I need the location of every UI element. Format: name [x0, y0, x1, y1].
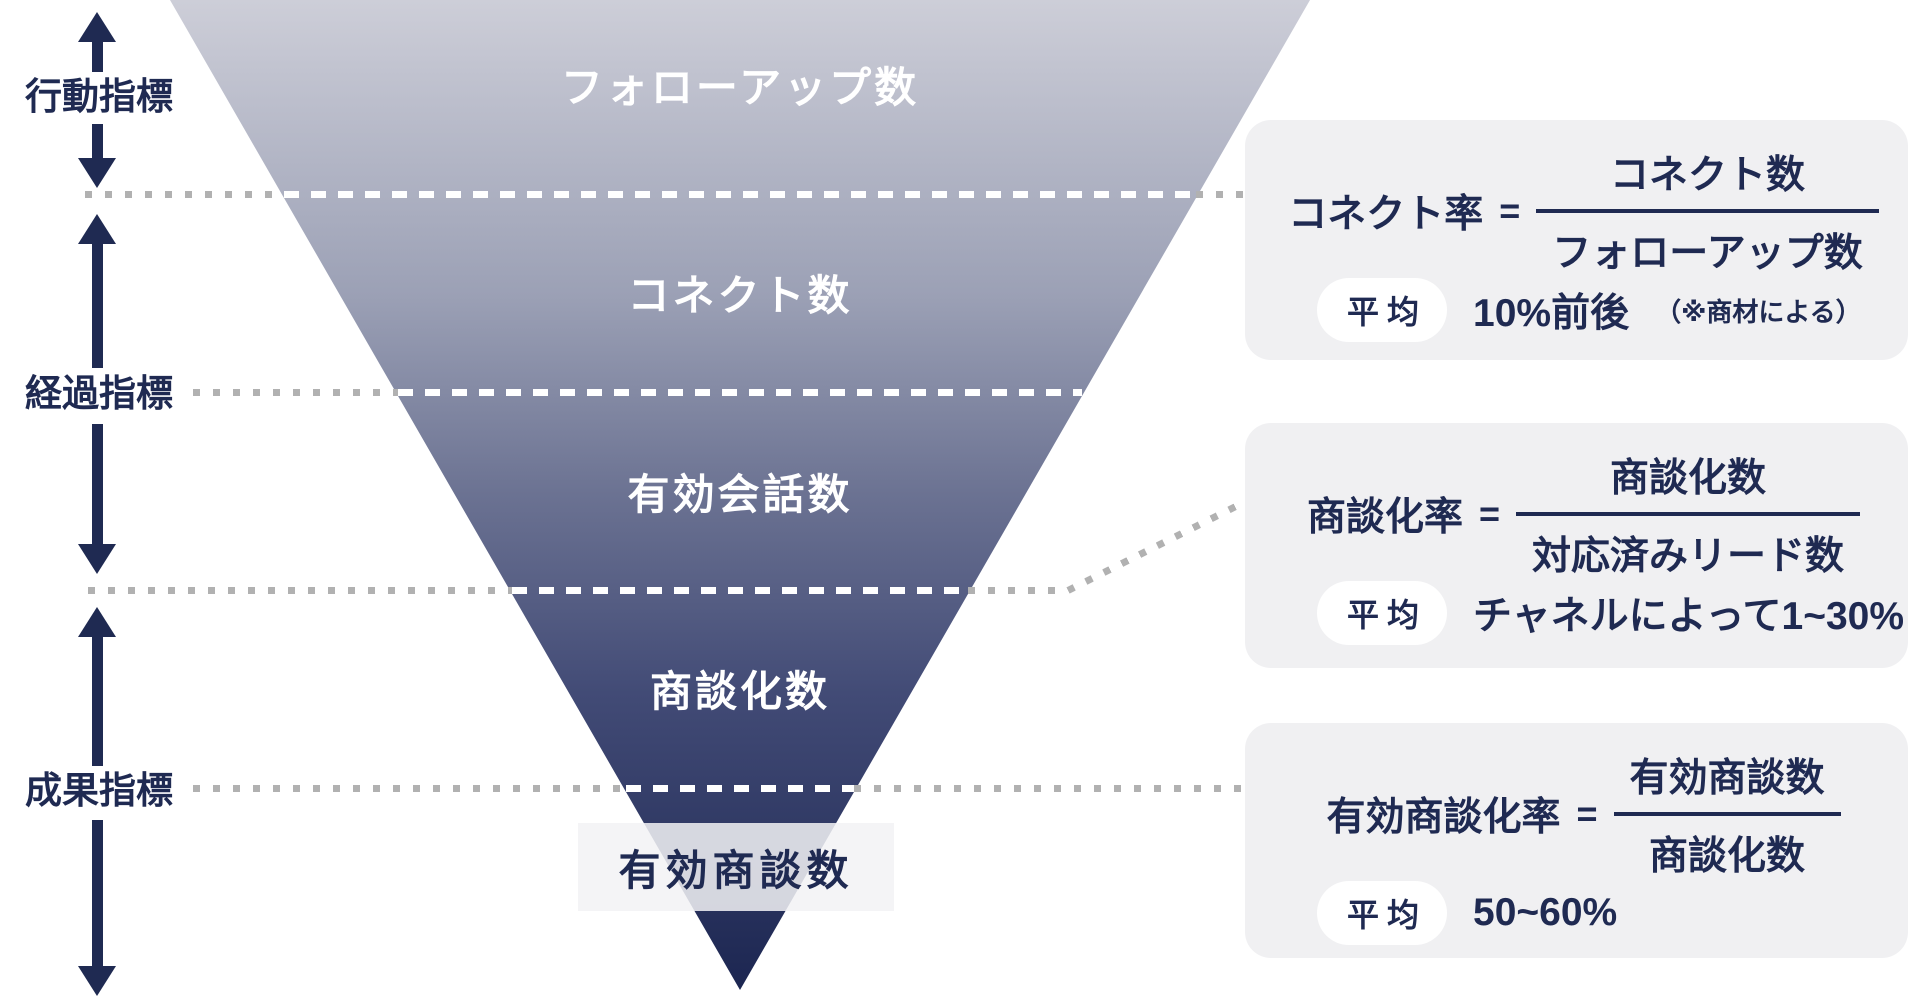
arrow-up-icon — [78, 12, 116, 42]
formula-card-effective-deal-rate: 有効商談化率 = 有効商談数 商談化数 平均 50~60% — [1245, 723, 1908, 958]
average-pill: 平均 — [1317, 581, 1448, 645]
equals-sign: = — [1478, 493, 1501, 534]
funnel-level-effective-deals: 有効商談数 — [578, 823, 894, 911]
equation-result-label: 商談化率 — [1306, 496, 1463, 539]
fraction: 商談化数 対応済みリード数 — [1516, 447, 1861, 581]
arrow-shaft — [92, 820, 103, 968]
average-row: 平均 50~60% — [1317, 881, 1882, 945]
arrow-shaft — [92, 240, 103, 368]
equation-row: コネクト率 = コネクト数 フォローアップ数 — [1285, 144, 1882, 278]
arrow-shaft — [92, 424, 103, 546]
divider2-dots-left — [193, 389, 398, 396]
arrow-down-icon — [78, 966, 116, 996]
divider1-dots-left — [85, 191, 284, 198]
fraction: 有効商談数 商談化数 — [1613, 747, 1841, 881]
average-pill: 平均 — [1317, 881, 1448, 945]
fraction-bar — [1516, 512, 1861, 516]
fraction-denominator: 商談化数 — [1649, 835, 1806, 878]
rail-label-progress-metric: 経過指標 — [25, 373, 173, 414]
divider3-dashes-funnel — [512, 587, 968, 594]
funnel-level-effective-conversations: 有効会話数 — [627, 471, 853, 518]
average-note: （※商材による） — [1655, 296, 1862, 327]
rail-label-result-metric: 成果指標 — [25, 770, 173, 811]
average-value: チャネルによって1~30% — [1473, 595, 1905, 638]
rail-label-behavior-metric: 行動指標 — [25, 76, 173, 117]
formula-card-deal-rate: 商談化率 = 商談化数 対応済みリード数 平均 チャネルによって1~30% — [1245, 423, 1908, 668]
fraction-numerator: コネクト数 — [1610, 154, 1806, 197]
equation-result-label: 有効商談化率 — [1326, 796, 1561, 839]
funnel-level-followups: フォローアップ数 — [560, 64, 920, 111]
formula-card-connect-rate: コネクト率 = コネクト数 フォローアップ数 平均 10%前後 （※商材による） — [1245, 120, 1908, 360]
average-value: 50~60% — [1473, 891, 1618, 934]
funnel-level-effective-deals-label: 有効商談数 — [618, 846, 854, 894]
arrow-down-icon — [78, 158, 116, 188]
fraction-numerator: 商談化数 — [1610, 457, 1767, 500]
fraction-bar — [1613, 812, 1841, 816]
divider3-dots-right — [968, 587, 1068, 594]
equation-row: 有効商談化率 = 有効商談数 商談化数 — [1285, 747, 1882, 881]
equation-row: 商談化率 = 商談化数 対応済みリード数 — [1285, 447, 1882, 581]
divider1-dots-right-connector — [1196, 191, 1245, 198]
fraction-bar — [1536, 209, 1879, 213]
funnel-level-connects: コネクト数 — [627, 272, 853, 319]
fraction: コネクト数 フォローアップ数 — [1536, 144, 1879, 278]
average-value: 10%前後 — [1473, 292, 1630, 335]
arrow-up-icon — [78, 214, 116, 244]
equation-result-label: コネクト率 — [1288, 193, 1484, 236]
average-row: 平均 チャネルによって1~30% — [1317, 581, 1904, 645]
fraction-denominator: フォローアップ数 — [1552, 232, 1863, 275]
divider4-dots-right-connector — [854, 785, 1245, 792]
divider4-dots-left — [193, 785, 626, 792]
arrow-shaft — [92, 633, 103, 766]
equals-sign: = — [1576, 793, 1598, 834]
fraction-numerator: 有効商談数 — [1629, 757, 1825, 800]
arrow-shaft — [92, 38, 103, 72]
arrow-up-icon — [78, 607, 116, 637]
divider4-dashes-funnel — [626, 785, 854, 792]
equals-sign: = — [1499, 190, 1521, 231]
divider1-dashes-funnel — [284, 191, 1196, 198]
fraction-denominator: 対応済みリード数 — [1532, 535, 1845, 578]
divider3-dots-left — [88, 587, 512, 594]
divider2-dashes-funnel — [398, 389, 1082, 396]
average-row: 平均 10%前後 （※商材による） — [1317, 278, 1882, 342]
average-pill: 平均 — [1317, 278, 1448, 342]
arrow-down-icon — [78, 544, 116, 574]
funnel-level-deals: 商談化数 — [649, 668, 831, 715]
arrow-shaft — [92, 124, 103, 160]
